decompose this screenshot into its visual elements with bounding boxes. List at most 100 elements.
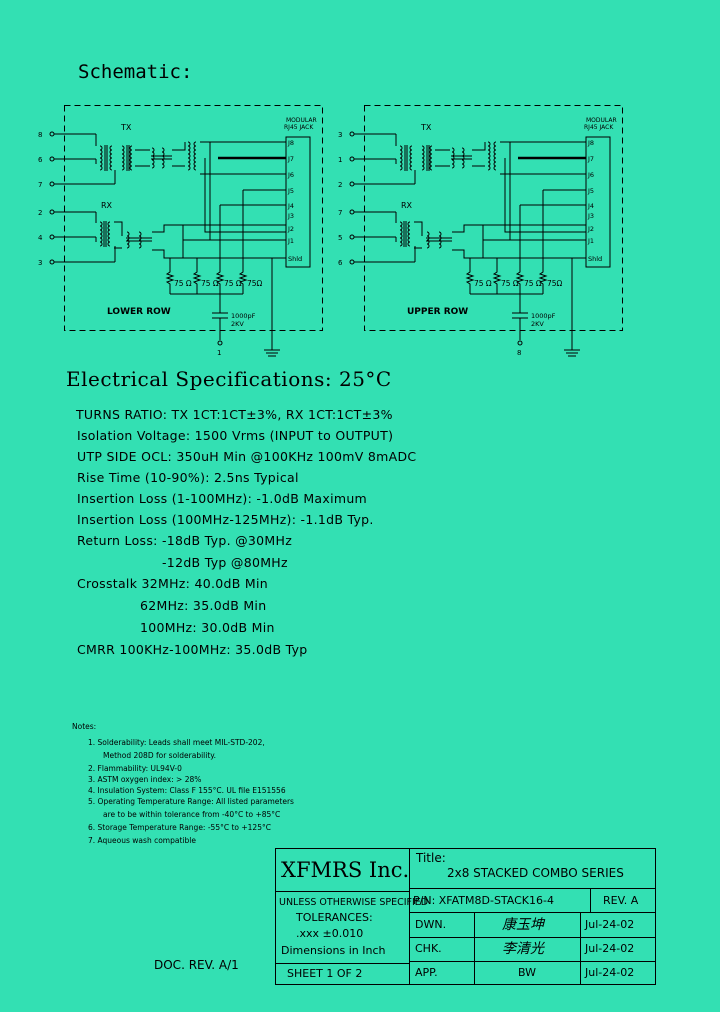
notes-title: Notes: (72, 722, 97, 731)
jack-label-2: RJ45 JACK (284, 124, 314, 131)
dashed-outline (64, 105, 323, 331)
jack-pin-label: J7 (287, 155, 294, 163)
schematic-title: Schematic: (78, 61, 193, 83)
input-pin-label: 3 (338, 131, 342, 139)
cap-voltage: 2KV (531, 320, 544, 328)
jack-pin-label: J4 (587, 202, 594, 210)
spec-crosstalk-3: 100MHz: 30.0dB Min (140, 620, 275, 635)
checked-signature: 李清光 (502, 941, 544, 957)
rj45-jack (285, 136, 311, 268)
note-4: 4. Insulation System: Class F 155°C. UL … (88, 786, 286, 795)
spec-isolation-voltage: Isolation Voltage: 1500 Vrms (INPUT to O… (77, 428, 394, 443)
rx-label: RX (101, 201, 113, 210)
input-pin-label: 4 (38, 234, 43, 242)
spec-return-loss-1: Return Loss: -18dB Typ. @30MHz (77, 533, 293, 548)
drawn-label: DWN. (415, 918, 447, 931)
jack-label-2: RJ45 JACK (584, 124, 614, 131)
doc-rev: DOC. REV. A/1 (154, 958, 239, 972)
cap-value: 1000pF (531, 312, 556, 320)
cap-value: 1000pF (231, 312, 256, 320)
title-label: Title: (416, 851, 446, 865)
resistor-label: 75 Ω (474, 279, 492, 288)
note-7: 7. Aqueous wash compatible (88, 836, 196, 845)
part-number: P/N: XFATM8D-STACK16-4 (413, 894, 554, 907)
electrical-specs-title: Electrical Specifications: 25°C (66, 367, 392, 391)
resistor-label: 75 Ω (201, 279, 219, 288)
jack-pin-label: J1 (287, 237, 294, 245)
resistor-label: 75Ω (547, 279, 563, 288)
note-6: 6. Storage Temperature Range: -55°C to +… (88, 823, 271, 832)
approved-date: Jul-24-02 (585, 966, 635, 979)
jack-pin-label: J6 (587, 171, 594, 179)
jack-label-1: MODULAR (586, 117, 617, 124)
jack-pin-label: J4 (287, 202, 294, 210)
input-pin-label: 8 (38, 131, 42, 139)
sheet-number: SHEET 1 OF 2 (287, 967, 363, 980)
resistor-label: 75 Ω (524, 279, 542, 288)
input-pin-label: 6 (338, 259, 343, 267)
note-1a: 1. Solderability: Leads shall meet MIL-S… (88, 738, 265, 747)
bottom-pin-label: 1 (217, 349, 221, 357)
jack-pin-label: J8 (587, 139, 594, 147)
jack-pin-label: J8 (287, 139, 294, 147)
dimensions-unit: Dimensions in Inch (281, 944, 386, 957)
spec-insertion-loss-2: Insertion Loss (100MHz-125MHz): -1.1dB T… (77, 512, 374, 527)
note-3: 3. ASTM oxygen index: > 28% (88, 775, 202, 784)
resistor (215, 258, 225, 294)
row-label: LOWER ROW (107, 307, 171, 317)
resistor (192, 258, 202, 294)
bottom-pin-label: 8 (517, 349, 521, 357)
resistor (465, 258, 475, 294)
input-pin-label: 5 (338, 234, 342, 242)
input-pin-label: 7 (338, 209, 342, 217)
jack-pin-label: J1 (587, 237, 594, 245)
bottom-pin-terminal (517, 340, 523, 346)
input-pin-label: 2 (38, 209, 42, 217)
bottom-pin-terminal (217, 340, 223, 346)
checked-date: Jul-24-02 (585, 942, 635, 955)
input-pin-label: 3 (38, 259, 42, 267)
company-name: XFMRS Inc. (281, 858, 410, 882)
spec-insertion-loss-1: Insertion Loss (1-100MHz): -1.0dB Maximu… (77, 491, 368, 506)
input-pin-label: 7 (38, 181, 42, 189)
ground-symbol (564, 257, 586, 357)
input-pin-label: 6 (38, 156, 43, 164)
jack-pin-label: J3 (587, 212, 594, 220)
tolerances-label: TOLERANCES: (296, 911, 373, 924)
rj45-jack (585, 136, 611, 268)
jack-pin-label: Shld (288, 255, 302, 263)
resistor (165, 258, 175, 294)
checked-label: CHK. (415, 942, 442, 955)
spec-return-loss-2: -12dB Typ @80MHz (162, 555, 288, 570)
rx-label: RX (401, 201, 413, 210)
drawing-title: 2x8 STACKED COMBO SERIES (447, 866, 624, 880)
jack-pin-label: J5 (287, 187, 294, 195)
resistor (515, 258, 525, 294)
jack-pin-label: J7 (587, 155, 594, 163)
input-pin-label: 1 (338, 156, 342, 164)
resistor (492, 258, 502, 294)
resistor-label: 75Ω (247, 279, 263, 288)
jack-pin-label: Shld (588, 255, 602, 263)
resistor-label: 75 Ω (174, 279, 192, 288)
input-pin-label: 2 (338, 181, 342, 189)
approved-signature: BW (518, 966, 537, 979)
capacitor (512, 294, 528, 340)
note-5a: 5. Operating Temperature Range: All list… (88, 797, 294, 806)
spec-crosstalk-1: Crosstalk 32MHz: 40.0dB Min (77, 576, 268, 591)
resistor (538, 258, 548, 294)
spec-rise-time: Rise Time (10-90%): 2.5ns Typical (77, 470, 299, 485)
jack-label-1: MODULAR (286, 117, 317, 124)
unless-specified: UNLESS OTHERWISE SPECIFIED (279, 897, 429, 908)
capacitor (212, 294, 228, 340)
jack-pin-label: J5 (587, 187, 594, 195)
ground-symbol (264, 257, 286, 357)
tolerance-value: .xxx ±0.010 (296, 927, 364, 940)
cap-voltage: 2KV (231, 320, 244, 328)
approved-label: APP. (415, 966, 438, 979)
jack-pin-label: J3 (287, 212, 294, 220)
